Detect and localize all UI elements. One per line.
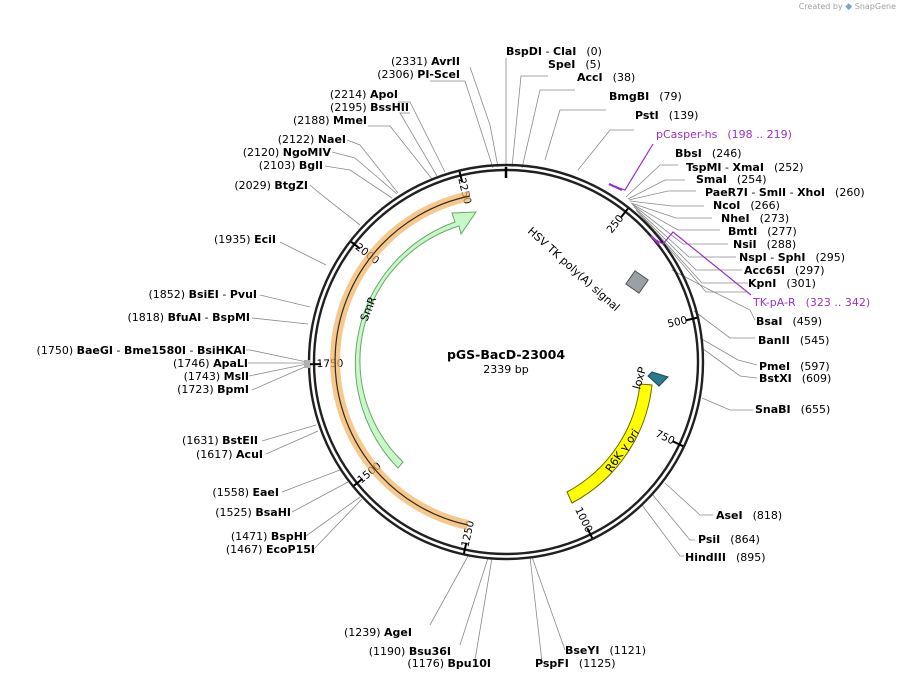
site-label[interactable]: (2331) AvrII <box>391 55 460 68</box>
hsv-polya-label: HSV TK poly(A) signal <box>525 225 622 314</box>
site-label[interactable]: PstI(139) <box>635 109 698 122</box>
bsihkai-cluster-mark <box>304 360 310 368</box>
site-label[interactable]: (2306) PI-SceI <box>377 68 460 81</box>
plasmid-name: pGS-BacD-23004 <box>447 347 565 362</box>
site-label[interactable]: PsiI(864) <box>698 533 760 546</box>
r6k-ori-feature[interactable] <box>566 383 653 504</box>
site-label[interactable]: (1743) MslI <box>184 370 249 383</box>
backbone-inner-ring <box>312 168 700 556</box>
tick-mark <box>672 440 684 448</box>
site-label[interactable]: (1617) AcuI <box>196 448 263 461</box>
site-label[interactable]: (1190) Bsu36I <box>369 645 451 658</box>
tick-mark <box>350 241 361 250</box>
site-label[interactable]: PspFI(1125) <box>535 657 615 670</box>
tick-mark <box>686 316 698 322</box>
smr-label: SmR <box>358 294 380 323</box>
site-label[interactable]: NspI - SphI(295) <box>739 251 845 264</box>
site-label[interactable]: (1723) BpmI <box>177 383 249 396</box>
primer-pcasper-range: (198 .. 219) <box>727 128 792 141</box>
loxp-label: loxP <box>630 365 649 391</box>
backbone-outer-ring <box>307 163 705 561</box>
primer-tkpar-mark[interactable] <box>650 235 660 245</box>
tick-mark <box>462 542 468 554</box>
site-label[interactable]: BstXI(609) <box>759 372 831 385</box>
site-label[interactable]: SnaBI(655) <box>755 403 830 416</box>
site-label[interactable]: (2122) NaeI <box>278 133 346 146</box>
site-label[interactable]: TspMI - XmaI(252) <box>686 161 804 174</box>
site-label[interactable]: (1558) EaeI <box>212 486 279 499</box>
site-labels: BspDI - ClaI(0)SpeI(5)AccI(38) BmgBI(79) P… <box>37 45 865 670</box>
site-label[interactable]: (2029) BtgZI <box>234 179 308 192</box>
site-label[interactable]: AseI(818) <box>716 509 782 522</box>
site-label[interactable]: PaeR7I - SmlI - XhoI(260) <box>705 186 865 199</box>
credit-prefix: Created by <box>798 2 843 11</box>
primer-pcasper-label[interactable]: pCasper-hs (198 .. 219) <box>656 128 792 141</box>
site-label[interactable]: (1176) Bpu10I <box>407 657 491 670</box>
credit-brand: SnapGene <box>854 2 896 11</box>
primer-pcasper-mark[interactable] <box>608 183 623 191</box>
site-label[interactable]: BseYI(1121) <box>565 644 646 657</box>
site-label[interactable]: SmaI(254) <box>696 173 767 186</box>
tick-mark <box>620 207 629 218</box>
site-label[interactable]: BsaI(459) <box>756 315 822 328</box>
site-label[interactable]: (1746) ApaLI <box>173 357 248 370</box>
site-label[interactable]: (2188) MmeI <box>293 114 367 127</box>
tick-label: 1000 <box>572 505 595 534</box>
snapgene-logo-icon: ◆ <box>845 2 853 12</box>
site-label[interactable]: (1935) EciI <box>214 233 276 246</box>
site-label[interactable]: NsiI(288) <box>733 238 796 251</box>
site-label[interactable]: PmeI(597) <box>759 360 830 373</box>
site-label[interactable]: (1852) BsiEI - PvuI <box>148 288 257 301</box>
site-label[interactable]: (2103) BglI <box>259 159 323 172</box>
site-label[interactable]: (1471) BspHI <box>231 530 307 543</box>
site-label[interactable]: BmgBI(79) <box>609 90 682 103</box>
site-label[interactable]: NcoI(266) <box>713 199 780 212</box>
plasmid-length: 2339 bp <box>483 363 528 376</box>
site-label[interactable]: SpeI(5) <box>548 58 601 71</box>
primer-pcasper-name: pCasper-hs <box>656 128 718 141</box>
smr-feature[interactable] <box>354 211 477 469</box>
tick-mark <box>353 477 364 487</box>
primer-tkpar-label[interactable]: TK-pA-R (323 .. 342) <box>752 296 870 309</box>
loxp-feature[interactable] <box>647 371 669 387</box>
tick-mark <box>458 171 464 183</box>
site-label[interactable]: HindIII(895) <box>685 551 766 564</box>
tick-label: 500 <box>666 314 688 330</box>
site-label[interactable]: NheI(273) <box>721 212 789 225</box>
smr-highlight-line <box>334 195 471 526</box>
site-label[interactable]: BbsI(246) <box>675 147 742 160</box>
site-label[interactable]: (1467) EcoP15I <box>226 543 315 556</box>
site-label[interactable]: AccI(38) <box>577 71 635 84</box>
tick-mark <box>586 527 594 539</box>
primer-tkpar-range: (323 .. 342) <box>806 296 871 309</box>
tick-label: 750 <box>653 428 676 447</box>
primer-tkpar-name: TK-pA-R <box>752 296 796 309</box>
site-label[interactable]: (2195) BssHII <box>330 101 409 114</box>
r6k-ori-label: R6K γ ori <box>603 427 642 475</box>
site-label[interactable]: BanII(545) <box>758 334 829 347</box>
snapgene-credit: Created by ◆ SnapGene <box>799 2 896 12</box>
primer-pcasper-line <box>609 143 654 191</box>
site-label[interactable]: KpnI(301) <box>748 277 816 290</box>
site-label[interactable]: Acc65I(297) <box>744 264 825 277</box>
leader-lines <box>246 58 758 663</box>
site-label[interactable]: (1525) BsaHI <box>215 506 291 519</box>
site-label[interactable]: (1818) BfuAI - BspMI <box>127 311 250 324</box>
site-label[interactable]: (1631) BstEII <box>182 434 258 447</box>
site-label[interactable]: BspDI - ClaI(0) <box>506 45 602 58</box>
site-label[interactable]: (2120) NgoMIV <box>243 146 332 159</box>
site-label[interactable]: (2214) ApoI <box>330 88 398 101</box>
site-label[interactable]: (1239) AgeI <box>344 626 412 639</box>
site-label[interactable]: BmtI(277) <box>728 225 797 238</box>
site-label[interactable]: (1750) BaeGI - Bme1580I - BsiHKAI <box>37 344 246 357</box>
hsv-polya-feature[interactable] <box>625 270 649 294</box>
